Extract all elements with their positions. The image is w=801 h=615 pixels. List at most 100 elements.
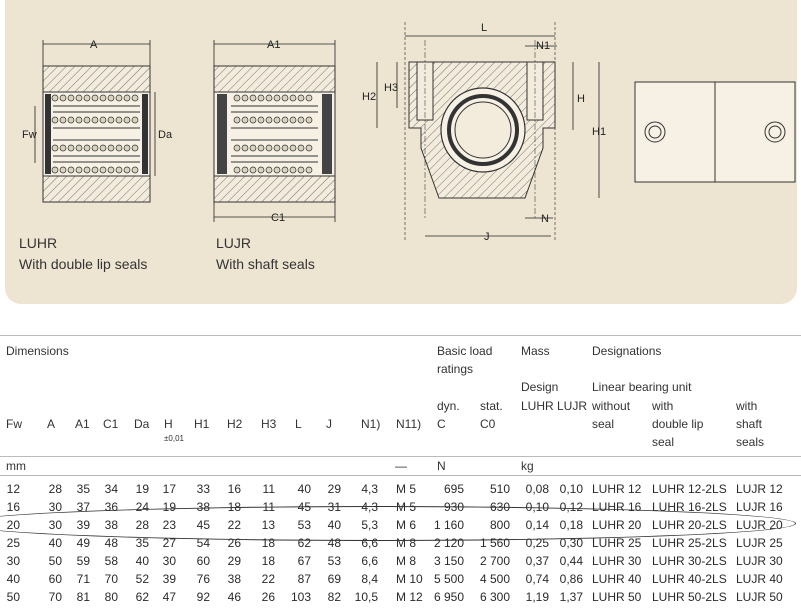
- col-h-tolerance: ±0,01: [164, 434, 184, 443]
- cell-j: 82: [327, 590, 341, 604]
- cell-n1: M 8: [396, 554, 417, 568]
- cell-stat: 510: [489, 482, 510, 496]
- cell-l: 53: [297, 518, 311, 532]
- cell-designation-plain: LUHR 50: [592, 590, 642, 604]
- unit-mm: mm: [6, 459, 26, 473]
- cell-h2: 38: [227, 572, 241, 586]
- cell-a: 60: [48, 572, 62, 586]
- dim-a1-label: A1: [267, 39, 280, 51]
- cell-h2: 16: [227, 482, 241, 496]
- cell-designation-2ls: LUHR 40-2LS: [652, 572, 727, 586]
- cell-h3: 11: [262, 482, 275, 496]
- cell-mass-luhr: 0,10: [525, 500, 549, 514]
- cell-mass-luhr: 0,14: [525, 518, 549, 532]
- sub-seal: seal: [592, 417, 615, 431]
- cell-l: 103: [290, 590, 311, 604]
- cell-c1: 34: [104, 482, 118, 496]
- cell-designation-lujr: LUJR 40: [736, 572, 783, 586]
- cell-h: 47: [162, 590, 176, 604]
- cell-h3: 13: [261, 518, 275, 532]
- cell-designation-2ls: LUHR 16-2LS: [652, 500, 727, 514]
- dimensions-table: Dimensions Basic load ratings Mass Desig…: [0, 335, 801, 615]
- group-basic-load-2: ratings: [437, 362, 474, 376]
- sub-mass-lujr: LUJR: [557, 399, 588, 413]
- cell-l: 40: [297, 482, 311, 496]
- lujr-drawing: A1 C1: [213, 39, 336, 224]
- cell-h1: 54: [196, 536, 210, 550]
- cell-h: 17: [162, 482, 176, 496]
- cell-h1: 45: [196, 518, 210, 532]
- unit-dash: —: [395, 459, 407, 473]
- cell-stat: 4 500: [479, 572, 510, 586]
- cell-a1: 81: [76, 590, 90, 604]
- cell-n: 4,3: [361, 500, 378, 514]
- cell-n1: M 5: [396, 482, 417, 496]
- cell-c1: 58: [104, 554, 118, 568]
- cell-mass-lujr: 0,30: [559, 536, 583, 550]
- cell-h3: 18: [261, 554, 275, 568]
- cell-n: 5,3: [361, 518, 378, 532]
- cell-n1: M 12: [396, 590, 423, 604]
- dim-da-label: Da: [158, 129, 173, 141]
- cell-mass-luhr: 0,37: [525, 554, 549, 568]
- cell-da: 62: [135, 590, 149, 604]
- cell-a: 30: [48, 500, 62, 514]
- cell-h: 27: [162, 536, 176, 550]
- dim-h1-label: H1: [592, 126, 606, 138]
- cell-mass-luhr: 0,08: [525, 482, 549, 496]
- cell-h3: 26: [261, 590, 275, 604]
- cell-l: 67: [297, 554, 311, 568]
- cell-a: 30: [48, 518, 62, 532]
- cell-h3: 18: [261, 536, 275, 550]
- cell-h3: 11: [262, 500, 275, 514]
- group-dimensions: Dimensions: [6, 344, 69, 358]
- cell-designation-lujr: LUJR 12: [736, 482, 783, 496]
- unit-kg: kg: [521, 459, 534, 473]
- sub-dyn-c: C: [437, 417, 446, 431]
- col-h3: H3: [261, 417, 277, 431]
- cell-n: 8,4: [361, 572, 378, 586]
- cell-mass-luhr: 1,19: [525, 590, 549, 604]
- cell-fw: 30: [6, 554, 20, 568]
- cell-n: 10,5: [354, 590, 378, 604]
- sub-with-1: with: [652, 399, 674, 413]
- cell-fw: 16: [6, 500, 20, 514]
- cell-a1: 35: [76, 482, 90, 496]
- cell-n: 6,6: [361, 554, 378, 568]
- cell-h: 19: [162, 500, 176, 514]
- cell-h: 39: [162, 572, 176, 586]
- cell-da: 19: [135, 482, 149, 496]
- cell-dyn: 6 950: [433, 590, 464, 604]
- cell-h1: 33: [196, 482, 210, 496]
- col-da: Da: [134, 417, 150, 431]
- cell-fw: 12: [6, 482, 20, 496]
- cell-n: 4,3: [361, 482, 378, 496]
- col-l: L: [295, 417, 302, 431]
- group-designations: Designations: [592, 344, 662, 358]
- drawings-panel: A Fw Da A1: [5, 0, 797, 304]
- cell-a: 70: [48, 590, 62, 604]
- col-a: A: [47, 417, 56, 431]
- cell-designation-2ls: LUHR 30-2LS: [652, 554, 727, 568]
- sub-design: Design: [521, 380, 559, 394]
- sub-stat-c0: C0: [480, 417, 496, 431]
- cell-a: 28: [48, 482, 62, 496]
- cell-designation-2ls: LUHR 20-2LS: [652, 518, 727, 532]
- cell-designation-plain: LUHR 12: [592, 482, 642, 496]
- cell-designation-plain: LUHR 20: [592, 518, 642, 532]
- dim-l-label: L: [481, 22, 487, 34]
- group-basic-load: Basic load: [437, 344, 493, 358]
- cell-a1: 49: [76, 536, 90, 550]
- cell-c1: 36: [104, 500, 118, 514]
- sub-with-2: with: [736, 399, 758, 413]
- col-a1: A1: [75, 417, 90, 431]
- cell-dyn: 3 150: [433, 554, 464, 568]
- cell-stat: 800: [489, 518, 510, 532]
- cell-h2: 22: [227, 518, 241, 532]
- cell-mass-lujr: 1,37: [559, 590, 583, 604]
